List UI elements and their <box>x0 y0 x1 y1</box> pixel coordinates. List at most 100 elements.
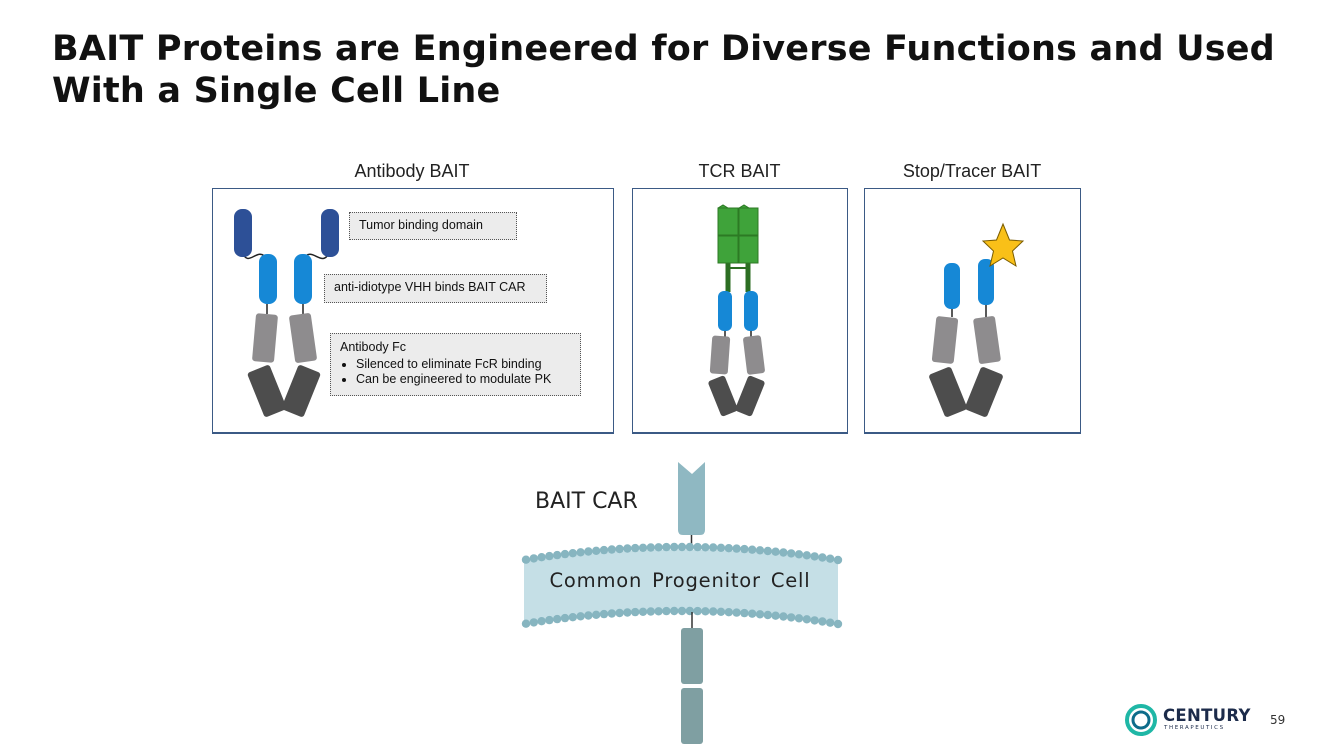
membrane-bead <box>545 551 554 561</box>
vhh-domain-right <box>294 254 312 304</box>
logo-subtitle: THERAPEUTICS <box>1164 725 1225 731</box>
membrane-bead <box>810 552 819 561</box>
membrane-bead <box>709 543 718 552</box>
membrane-bead <box>755 546 765 555</box>
membrane-bead <box>732 608 741 617</box>
membrane-bead <box>771 547 780 556</box>
membrane-bead <box>529 554 538 563</box>
membrane-bead <box>833 555 843 565</box>
membrane-bead <box>748 609 757 618</box>
membrane-bead <box>631 607 640 617</box>
membrane-bead <box>654 607 663 616</box>
membrane-bead <box>615 608 624 618</box>
membrane-bead <box>826 554 835 563</box>
membrane-bead <box>662 542 671 552</box>
membrane-bead <box>576 548 585 557</box>
membrane-bead <box>787 549 796 558</box>
membrane-bead <box>584 611 593 620</box>
membrane-bead <box>724 608 733 617</box>
membrane-bead <box>810 616 819 625</box>
stop-tracer-bait-molecule <box>929 222 1025 417</box>
tumor-binding-callout: Tumor binding domain <box>349 212 517 240</box>
membrane-bead <box>599 545 609 555</box>
membrane-bead <box>779 612 788 621</box>
membrane-bead <box>818 617 827 626</box>
fc-callout: Antibody Fc Silenced to eliminate FcR bi… <box>330 333 581 396</box>
membrane-bead <box>623 608 632 617</box>
membrane-bead <box>732 544 741 553</box>
page-number: 59 <box>1270 713 1286 727</box>
tcr-bait-title: TCR BAIT <box>698 161 781 181</box>
membrane-bead <box>654 543 663 552</box>
membrane-bead <box>560 549 570 559</box>
membrane-bead <box>677 542 687 552</box>
membrane-bead <box>670 606 679 616</box>
membrane-bead <box>537 553 546 562</box>
membrane-bead <box>568 613 577 622</box>
membrane-bead <box>646 607 655 616</box>
tumor-binding-domain-right <box>321 209 339 257</box>
membrane-bead <box>545 615 554 625</box>
bait-car-label: BAIT CAR <box>535 489 638 514</box>
membrane-bead <box>818 553 827 562</box>
membrane-bead <box>685 542 694 552</box>
fc-bullet-2: Can be engineered to modulate PK <box>356 372 571 386</box>
membrane-bead <box>693 606 702 616</box>
star-icon <box>981 222 1025 268</box>
membrane-bead <box>771 611 780 620</box>
membrane-bead <box>748 545 757 554</box>
fc-ch3-right <box>281 365 321 417</box>
membrane-bead <box>560 613 570 623</box>
membrane-bead <box>592 610 601 619</box>
membrane-bead <box>802 551 811 560</box>
logo-name: CENTURY <box>1163 706 1251 725</box>
fc-ch2-left <box>252 313 278 363</box>
membrane-bead <box>537 617 546 626</box>
membrane-bead <box>599 609 609 619</box>
tumor-binding-domain-left <box>234 209 252 257</box>
membrane-bead <box>529 618 538 627</box>
membrane-bead <box>662 606 671 616</box>
membrane-bead <box>568 549 577 558</box>
membrane-bead <box>553 550 562 560</box>
tcr-bait-molecule <box>708 204 765 417</box>
fc-ch3-left <box>247 365 287 417</box>
cell-membrane <box>521 542 843 629</box>
membrane-bead <box>779 548 788 557</box>
fc-callout-title: Antibody Fc <box>340 340 407 354</box>
membrane-bead <box>740 544 749 554</box>
fc-callout-bullets: Silenced to eliminate FcR binding Can be… <box>340 357 571 386</box>
century-logo-icon <box>1125 704 1157 736</box>
membrane-bead <box>670 542 679 552</box>
membrane-bead <box>521 619 531 628</box>
membrane-bead <box>833 619 843 629</box>
membrane-bead <box>521 555 531 564</box>
membrane-bead <box>615 544 624 554</box>
membrane-bead <box>638 607 648 616</box>
membrane-bead <box>826 618 835 627</box>
century-logo: CENTURY THERAPEUTICS <box>1124 704 1254 738</box>
membrane-bead <box>646 543 655 552</box>
membrane-bead <box>724 544 733 553</box>
membrane-bead <box>802 615 811 624</box>
membrane-bead <box>794 550 804 559</box>
membrane-bead <box>709 607 718 616</box>
membrane-bead <box>607 609 616 618</box>
membrane-bead <box>763 610 772 620</box>
membrane-bead <box>740 608 749 618</box>
membrane-bead <box>576 612 585 621</box>
slide-title: BAIT Proteins are Engineered for Diverse… <box>52 29 1275 111</box>
membrane-bead <box>701 607 710 616</box>
common-progenitor-cell-label: Common Progenitor Cell <box>549 569 811 592</box>
membrane-bead <box>677 606 687 616</box>
membrane-bead <box>716 607 726 616</box>
intracellular-domain <box>681 612 703 744</box>
fc-bullet-1: Silenced to eliminate FcR binding <box>356 357 571 371</box>
membrane-bead <box>638 543 648 552</box>
membrane-bead <box>693 542 702 552</box>
bait-car-receptor <box>678 462 705 548</box>
membrane-bead <box>701 543 710 552</box>
membrane-bead <box>553 614 562 624</box>
membrane-bead <box>584 547 593 556</box>
